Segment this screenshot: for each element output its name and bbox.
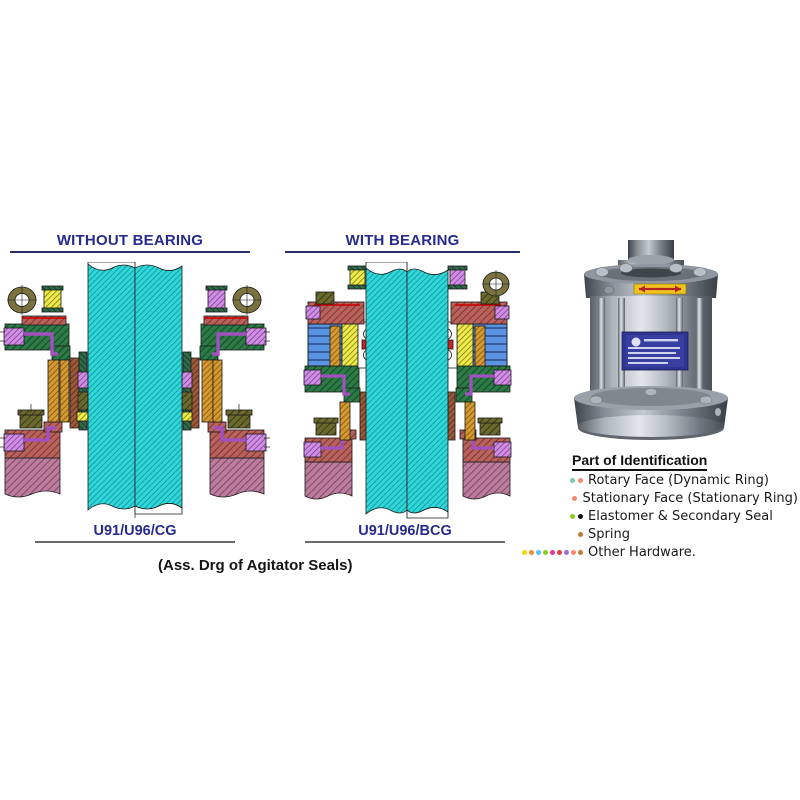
code-underline <box>305 541 505 543</box>
drawing-code-without-bearing: U91/U96/CG <box>35 523 235 543</box>
drawing-title-text: WITH BEARING <box>345 232 460 249</box>
seal-cross-section-svg <box>303 262 512 519</box>
legend-color-dots <box>530 478 588 483</box>
color-dot <box>571 550 576 555</box>
legend-color-dots <box>530 496 582 501</box>
legend-row: Stationary Face (Stationary Ring) <box>530 490 798 507</box>
drawing-title-with-bearing: WITH BEARING <box>285 232 520 253</box>
code-underline <box>35 541 235 543</box>
parts-identification-legend: Part of Identification Rotary Face (Dyna… <box>522 452 798 561</box>
legend-label: Rotary Face (Dynamic Ring) <box>588 473 769 488</box>
legend-label: Other Hardware. <box>588 545 696 560</box>
color-dot <box>578 478 583 483</box>
drawing-code-text: U91/U96/CG <box>93 523 177 539</box>
legend-title: Part of Identification <box>572 452 708 471</box>
cross-section-without-bearing <box>0 262 270 520</box>
color-dot <box>572 496 578 501</box>
legend-row: Elastomer & Secondary Seal <box>530 508 798 525</box>
color-dot <box>529 550 534 555</box>
cartridge-seal-photo-svg <box>574 240 728 440</box>
color-dot <box>550 550 555 555</box>
color-dot <box>522 550 527 555</box>
legend-color-dots <box>530 514 588 519</box>
title-underline <box>10 251 250 253</box>
drawing-title-without-bearing: WITHOUT BEARING <box>10 232 250 253</box>
drawing-title-text: WITHOUT BEARING <box>56 232 204 249</box>
legend-row: Other Hardware. <box>522 544 798 561</box>
legend-color-dots <box>522 550 588 555</box>
color-dot <box>557 550 562 555</box>
legend-color-dots <box>530 532 588 537</box>
color-dot <box>578 532 583 537</box>
color-dot <box>564 550 569 555</box>
legend-label: Elastomer & Secondary Seal <box>588 509 773 524</box>
legend-label: Spring <box>588 527 630 542</box>
color-dot <box>570 478 575 483</box>
color-dot <box>543 550 548 555</box>
legend-label: Stationary Face (Stationary Ring) <box>582 491 798 506</box>
legend-row: Rotary Face (Dynamic Ring) <box>530 472 798 489</box>
color-dot <box>536 550 541 555</box>
color-dot <box>570 514 575 519</box>
color-dot <box>578 550 583 555</box>
seal-product-photo <box>560 240 750 453</box>
drawing-code-text: U91/U96/BCG <box>358 523 452 539</box>
seal-cross-section-svg <box>0 262 270 518</box>
color-dot <box>578 514 583 519</box>
assembly-drawing-caption: (Ass. Drg of Agitator Seals) <box>158 557 353 574</box>
cross-section-with-bearing <box>300 262 515 520</box>
title-underline <box>285 251 520 253</box>
legend-row: Spring <box>530 526 798 543</box>
drawing-code-with-bearing: U91/U96/BCG <box>305 523 505 543</box>
